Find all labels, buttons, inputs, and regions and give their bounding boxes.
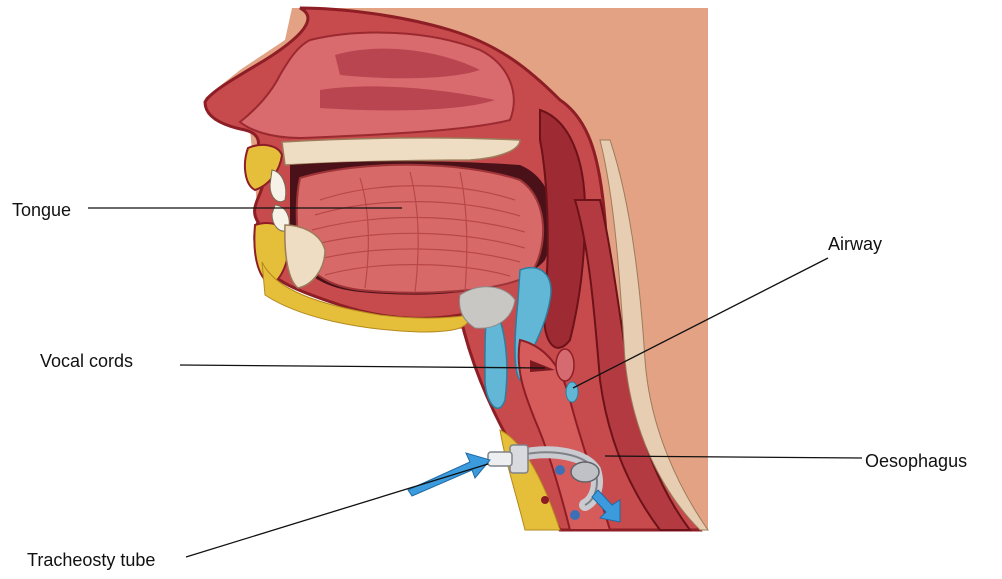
blood-vessel xyxy=(570,510,580,520)
label-airway: Airway xyxy=(828,235,882,253)
label-tongue: Tongue xyxy=(12,201,71,219)
label-oesophagus: Oesophagus xyxy=(865,452,967,470)
label-tracheostomy-tube: Tracheosty tube xyxy=(27,551,155,569)
airflow-in-arrow xyxy=(408,453,490,496)
tracheostomy-cuff xyxy=(571,462,599,482)
blood-vessel xyxy=(555,465,565,475)
label-vocal-cords: Vocal cords xyxy=(40,352,133,370)
thyroid-cartilage xyxy=(556,349,574,381)
tracheostomy-tube-leader-line xyxy=(186,464,488,557)
tracheostomy-connector xyxy=(488,452,512,466)
tongue xyxy=(297,165,543,293)
cricoid-cartilage xyxy=(566,382,578,402)
blood-vessel xyxy=(541,496,549,504)
